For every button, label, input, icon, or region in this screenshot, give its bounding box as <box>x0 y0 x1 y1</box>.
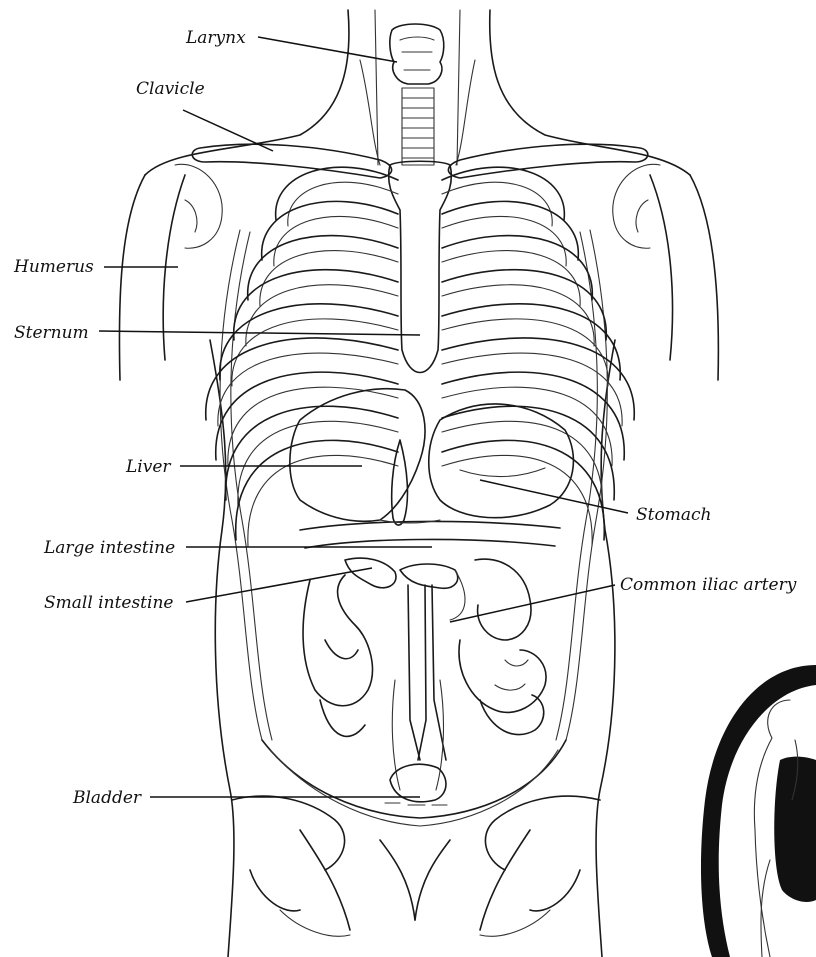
rib <box>276 167 398 220</box>
rib <box>442 353 622 426</box>
label-large-intestine: Large intestine <box>43 538 175 558</box>
leader-lines <box>99 37 628 797</box>
sternum <box>389 161 452 372</box>
rib <box>442 167 564 220</box>
label-common-iliac-artery: Common iliac artery <box>620 575 797 595</box>
rib <box>234 270 398 340</box>
label-sternum: Sternum <box>14 323 89 343</box>
label-clavicle: Clavicle <box>136 79 205 99</box>
rib <box>442 319 608 386</box>
rib-cage <box>206 167 635 546</box>
label-larynx: Larynx <box>185 28 246 48</box>
stomach-leader <box>480 480 628 513</box>
rib <box>442 251 580 306</box>
rib <box>442 285 594 346</box>
label-liver: Liver <box>125 457 171 477</box>
label-small-intestine: Small intestine <box>44 593 173 613</box>
body-outline <box>119 10 718 957</box>
rib <box>246 285 398 346</box>
inset-silhouette <box>701 665 816 957</box>
rib <box>260 251 398 306</box>
rib <box>262 201 398 260</box>
label-stomach: Stomach <box>636 505 711 525</box>
label-bladder: Bladder <box>72 788 142 808</box>
labels: Larynx Clavicle Humerus Sternum Liver St… <box>13 28 797 808</box>
small-intestine-leader <box>186 568 372 602</box>
rib <box>248 455 398 546</box>
rib <box>442 201 578 260</box>
larynx-trachea <box>360 10 475 165</box>
rib <box>442 182 552 226</box>
rib <box>288 182 398 226</box>
rib <box>442 270 606 340</box>
rib <box>228 387 398 466</box>
sternum-leader <box>99 331 420 335</box>
common-iliac-artery-leader <box>450 585 615 622</box>
rib <box>232 319 398 386</box>
rib <box>442 387 612 466</box>
rib <box>220 304 398 380</box>
label-humerus: Humerus <box>13 257 94 277</box>
abdominal-organs <box>262 389 573 826</box>
